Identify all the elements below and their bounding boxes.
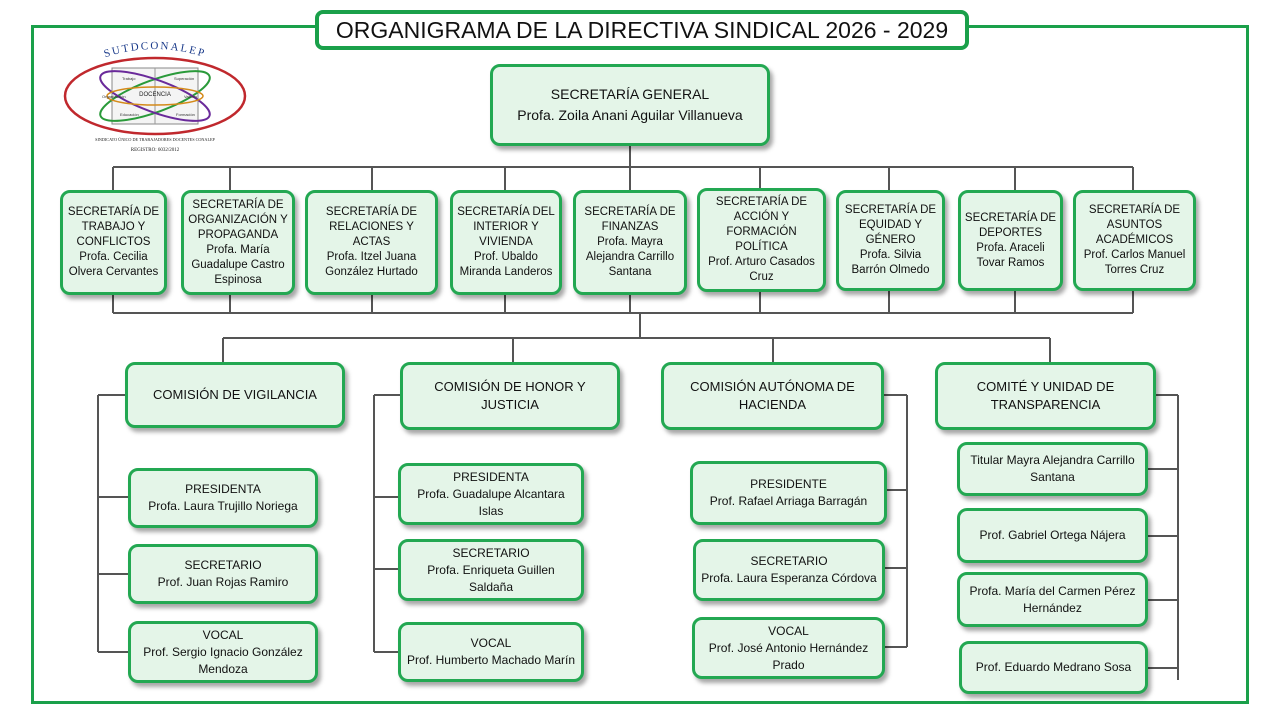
box-name: Profa. Zoila Anani Aguilar Villanueva (517, 107, 743, 123)
box-title: COMISIÓN DE VIGILANCIA (153, 387, 317, 402)
box-name: Profa. Mayra Alejandra Carrillo Santana (585, 236, 675, 278)
box-title: SECRETARÍA DE FINANZAS (584, 206, 676, 233)
box-name: Prof. Carlos Manuel Torres Cruz (1083, 249, 1186, 276)
member-name: Profa. Laura Esperanza Córdova (701, 571, 877, 585)
box-name: Profa. María Guadalupe Castro Espinosa (191, 243, 285, 286)
comision-vigilancia-box: COMISIÓN DE VIGILANCIA (125, 362, 345, 428)
member-role: SECRETARIO (184, 558, 262, 572)
transparencia-member-3-box: Profa. María del Carmen Pérez Hernández (957, 572, 1148, 627)
vigilancia-presidenta-box: PRESIDENTA Profa. Laura Trujillo Noriega (128, 468, 318, 528)
box-name: Profa. Araceli Tovar Ramos (976, 241, 1045, 269)
box-title: SECRETARÍA GENERAL (550, 86, 710, 102)
logo-word-5: Educación (120, 112, 139, 117)
member-role: PRESIDENTA (185, 482, 261, 496)
member-name: Titular Mayra Alejandra Carrillo Santana (970, 453, 1135, 484)
box-title: SECRETARÍA DEL INTERIOR Y VIVIENDA (457, 206, 555, 248)
member-role: VOCAL (768, 623, 809, 638)
logo-word-2: Superación (174, 76, 194, 81)
member-name: Profa. Laura Trujillo Noriega (148, 499, 298, 513)
secretaria-equidad-box: SECRETARÍA DE EQUIDAD Y GÉNERO Profa. Si… (836, 190, 945, 291)
hacienda-vocal-box: VOCAL Prof. José Antonio Hernández Prado (692, 617, 885, 679)
comision-honor-box: COMISIÓN DE HONOR Y JUSTICIA (400, 362, 620, 430)
comite-transparencia-box: COMITÉ Y UNIDAD DE TRANSPARENCIA (935, 362, 1156, 430)
secretaria-trabajo-box: SECRETARÍA DE TRABAJO Y CONFLICTOS Profa… (60, 190, 167, 295)
box-title: COMISIÓN DE HONOR Y JUSTICIA (434, 379, 586, 412)
member-role: PRESIDENTA (453, 469, 529, 484)
secretaria-deportes-box: SECRETARÍA DE DEPORTES Profa. Araceli To… (958, 190, 1063, 291)
member-name: Prof. Sergio Ignacio González Mendoza (143, 644, 303, 676)
hacienda-presidente-box: PRESIDENTE Prof. Rafael Arriaga Barragán (690, 461, 887, 525)
logo-word-4: Valores (184, 94, 197, 99)
member-role: SECRETARIO (750, 554, 828, 568)
member-role: VOCAL (202, 627, 244, 642)
member-name: Prof. Humberto Machado Marín (406, 653, 576, 667)
logo-center-text: DOCENCIA (139, 92, 171, 98)
secretaria-finanzas-box: SECRETARÍA DE FINANZAS Profa. Mayra Alej… (573, 190, 687, 295)
secretaria-accion-box: SECRETARÍA DE ACCIÓN Y FORMACIÓN POLÍTIC… (697, 188, 826, 292)
box-title: COMITÉ Y UNIDAD DE TRANSPARENCIA (976, 379, 1115, 412)
vigilancia-vocal-box: VOCAL Prof. Sergio Ignacio González Mend… (128, 621, 318, 683)
comision-hacienda-box: COMISIÓN AUTÓNOMA DE HACIENDA (661, 362, 884, 430)
secretaria-general-box: SECRETARÍA GENERAL Profa. Zoila Anani Ag… (490, 64, 770, 146)
honor-secretario-box: SECRETARIO Profa. Enriqueta Guillen Sald… (398, 539, 584, 601)
member-name: Profa. Enriqueta Guillen Saldaña (427, 562, 555, 594)
secretaria-relaciones-box: SECRETARÍA DE RELACIONES Y ACTAS Profa. … (305, 190, 438, 295)
hacienda-secretario-box: SECRETARIO Profa. Laura Esperanza Córdov… (693, 539, 885, 601)
member-role: VOCAL (470, 636, 512, 650)
logo-word-3: Organización (102, 94, 126, 99)
logo-word-6: Formación (176, 112, 195, 117)
box-title: COMISIÓN AUTÓNOMA DE HACIENDA (690, 379, 855, 412)
secretaria-interior-box: SECRETARÍA DEL INTERIOR Y VIVIENDA Prof.… (450, 190, 562, 295)
union-logo: SUTDCONALEP DOCENCIA Trabajo Superación … (63, 40, 247, 153)
transparencia-titular-box: Titular Mayra Alejandra Carrillo Santana (957, 442, 1148, 496)
box-name: Prof. Arturo Casados Cruz (708, 256, 815, 283)
box-title: SECRETARÍA DE EQUIDAD Y GÉNERO (844, 204, 937, 246)
member-role: PRESIDENTE (750, 477, 827, 491)
vigilancia-secretario-box: SECRETARIO Prof. Juan Rojas Ramiro (128, 544, 318, 604)
honor-vocal-box: VOCAL Prof. Humberto Machado Marín (398, 622, 584, 682)
member-role: SECRETARIO (452, 545, 530, 560)
secretaria-academicos-box: SECRETARÍA DE ASUNTOS ACADÉMICOS Prof. C… (1073, 190, 1196, 291)
member-name: Prof. Gabriel Ortega Nájera (979, 528, 1126, 542)
box-name: Profa. Itzel Juana González Hurtado (325, 251, 418, 278)
box-title: SECRETARÍA DE RELACIONES Y ACTAS (325, 206, 418, 248)
box-title: SECRETARÍA DE DEPORTES (964, 211, 1057, 239)
box-name: Profa. Silvia Barrón Olmedo (851, 249, 930, 276)
box-title: SECRETARÍA DE TRABAJO Y CONFLICTOS (67, 206, 160, 248)
logo-registro: REGISTRO: 6032/2012 (131, 148, 180, 153)
member-name: Prof. José Antonio Hernández Prado (708, 640, 869, 672)
member-name: Prof. Rafael Arriaga Barragán (709, 494, 868, 508)
transparencia-member-2-box: Prof. Gabriel Ortega Nájera (957, 508, 1148, 563)
logo-bottom-text: SINDICATO ÚNICO DE TRABAJADORES DOCENTES… (95, 137, 215, 142)
honor-presidenta-box: PRESIDENTA Profa. Guadalupe Alcantara Is… (398, 463, 584, 525)
member-name: Prof. Juan Rojas Ramiro (157, 575, 289, 589)
box-title: SECRETARÍA DE ASUNTOS ACADÉMICOS (1088, 204, 1181, 246)
box-title: SECRETARÍA DE ACCIÓN Y FORMACIÓN POLÍTIC… (715, 196, 808, 253)
box-name: Prof. Ubaldo Miranda Landeros (459, 251, 553, 278)
member-name: Profa. María del Carmen Pérez Hernández (969, 583, 1136, 615)
transparencia-member-4-box: Prof. Eduardo Medrano Sosa (959, 641, 1148, 694)
member-name: Profa. Guadalupe Alcantara Islas (417, 486, 565, 518)
box-name: Profa. Cecilia Olvera Cervantes (68, 251, 159, 278)
member-name: Prof. Eduardo Medrano Sosa (975, 660, 1132, 674)
box-title: SECRETARÍA DE ORGANIZACIÓN Y PROPAGANDA (188, 198, 288, 241)
logo-word-1: Trabajo (122, 76, 136, 81)
secretaria-organizacion-box: SECRETARÍA DE ORGANIZACIÓN Y PROPAGANDA … (181, 190, 295, 295)
page-title: ORGANIGRAMA DE LA DIRECTIVA SINDICAL 202… (315, 10, 969, 50)
